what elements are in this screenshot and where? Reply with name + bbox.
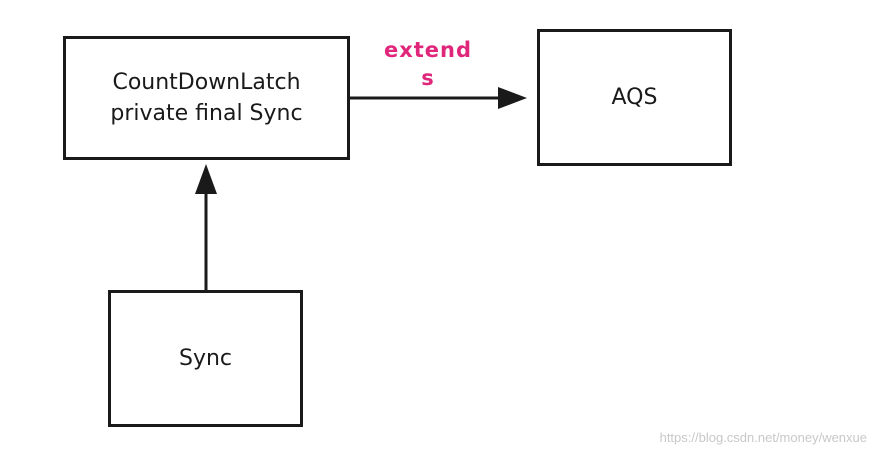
countdownlatch-field: private final Sync [110,101,303,126]
sync-label: Sync [178,346,233,371]
sync-arrow-head [195,164,217,194]
extends-label: extend s [372,36,484,92]
extends-arrow-head [498,87,527,109]
countdownlatch-node[interactable]: CountDownLatch private final Sync [63,36,350,160]
countdownlatch-class-name: CountDownLatch [112,70,301,95]
sync-node[interactable]: Sync [108,290,303,427]
aqs-node[interactable]: AQS [537,29,732,166]
extends-label-line1: extend [383,38,473,62]
watermark: https://blog.csdn.net/money/wenxue [659,430,867,445]
extends-label-line2: s [421,66,435,90]
aqs-label: AQS [611,85,658,110]
